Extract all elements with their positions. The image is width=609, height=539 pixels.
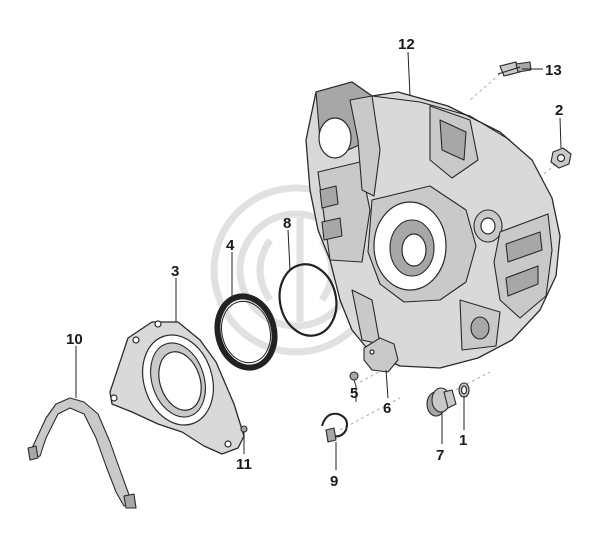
callout-8: 8	[283, 215, 291, 232]
callout-11: 11	[236, 456, 252, 473]
gasket-10	[27, 397, 137, 509]
leader-lines	[75, 51, 562, 470]
rear-seal-cover-3	[109, 320, 245, 455]
clamp-9	[321, 412, 348, 443]
nut-2	[550, 147, 572, 169]
oil-seal-4	[214, 293, 278, 371]
callout-6: 6	[383, 400, 391, 417]
callout-3: 3	[171, 263, 179, 280]
callout-2: 2	[555, 102, 563, 119]
callout-5: 5	[350, 385, 358, 402]
callout-1: 1	[459, 432, 467, 449]
washer-1	[458, 382, 470, 398]
bolt-11	[240, 425, 248, 440]
plug-7	[426, 387, 457, 417]
callout-7: 7	[436, 447, 444, 464]
callout-10: 10	[66, 331, 83, 348]
flywheel-housing	[305, 81, 561, 369]
callout-labels: 12 13 2 8 4 3 10 5 6 1 11 7 9	[66, 36, 563, 490]
cover-plate-6	[363, 337, 399, 373]
o-ring-8	[278, 263, 338, 337]
bolt-5	[349, 371, 359, 387]
callout-13: 13	[545, 62, 562, 79]
callout-4: 4	[226, 237, 235, 254]
callout-9: 9	[330, 473, 338, 490]
callout-12: 12	[398, 36, 415, 53]
